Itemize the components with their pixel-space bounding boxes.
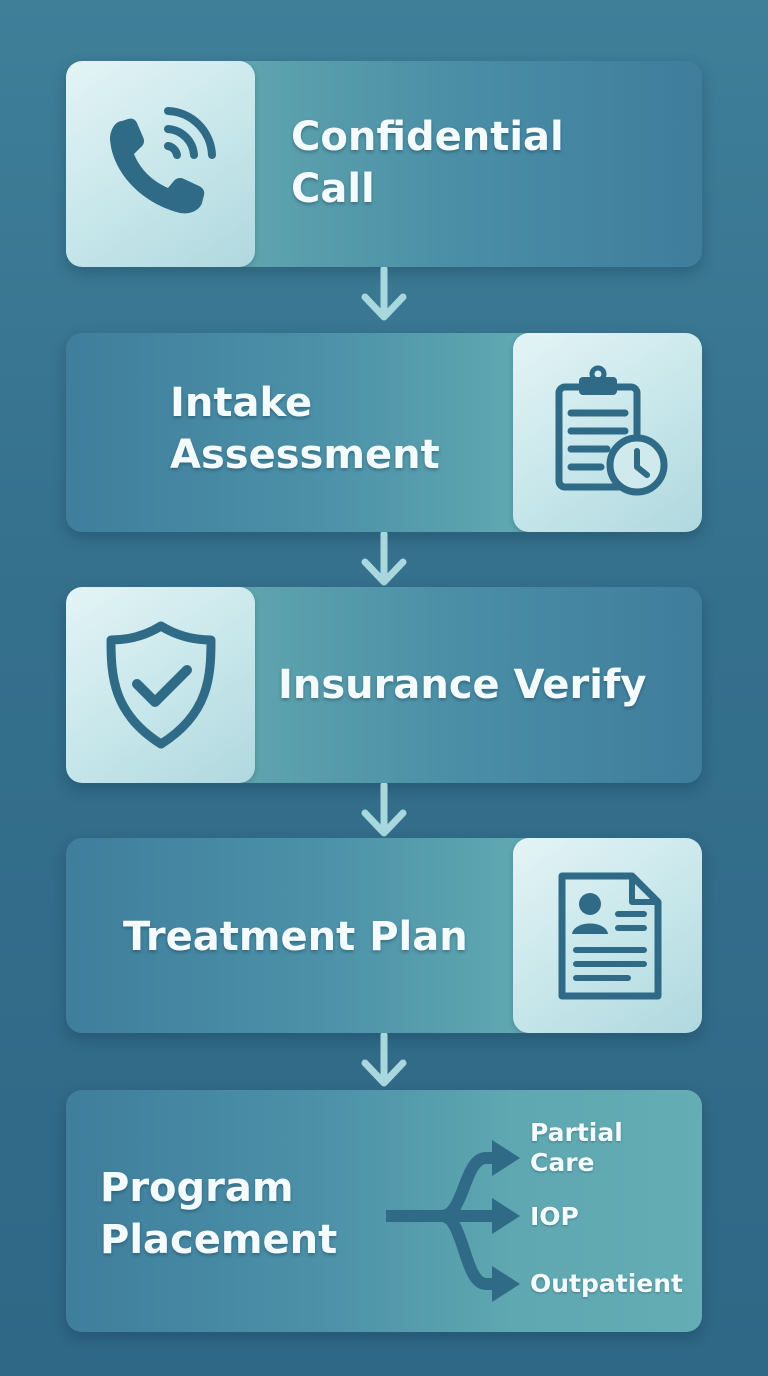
step-title-line: Placement <box>100 1217 338 1263</box>
step-title-line: Program <box>100 1165 294 1211</box>
clipboard-clock-icon <box>555 365 667 495</box>
step-title-line: Call <box>291 166 375 212</box>
down-arrow-icon <box>361 783 407 837</box>
step-title-line: Intake <box>170 380 313 426</box>
step-icon-tile <box>66 587 255 783</box>
placement-option-line: Care <box>530 1148 595 1177</box>
step-title: Treatment Plan <box>123 914 468 960</box>
step-card-confidential-call: Confidential Call <box>66 61 702 267</box>
step-title: Confidential Call <box>291 111 564 215</box>
step-title: Program Placement <box>100 1162 337 1266</box>
step-card-intake-assessment: Intake Assessment <box>66 333 702 532</box>
placement-option-outpatient: Outpatient <box>530 1269 683 1298</box>
step-card-program-placement: Program Placement Partial Care IOP Outpa… <box>66 1090 702 1332</box>
shield-check-icon <box>106 621 215 749</box>
step-icon-tile <box>513 333 702 532</box>
phone-icon <box>109 107 216 214</box>
down-arrow-icon <box>361 1033 407 1087</box>
branch-arrows-icon <box>386 1140 520 1302</box>
step-title: Insurance Verify <box>278 662 647 708</box>
down-arrow-icon <box>361 532 407 586</box>
step-title-line: Assessment <box>170 432 440 478</box>
down-arrow-icon <box>361 267 407 321</box>
step-card-insurance-verify: Insurance Verify <box>66 587 702 783</box>
placement-option-line: Partial <box>530 1118 623 1147</box>
step-title-line: Confidential <box>291 114 564 160</box>
step-title: Intake Assessment <box>170 377 440 481</box>
step-card-treatment-plan: Treatment Plan <box>66 838 702 1033</box>
placement-option-partial-care: Partial Care <box>530 1118 623 1178</box>
step-icon-tile <box>66 61 255 267</box>
placement-option-iop: IOP <box>530 1202 579 1231</box>
step-icon-tile <box>513 838 702 1033</box>
patient-document-icon <box>558 872 661 999</box>
